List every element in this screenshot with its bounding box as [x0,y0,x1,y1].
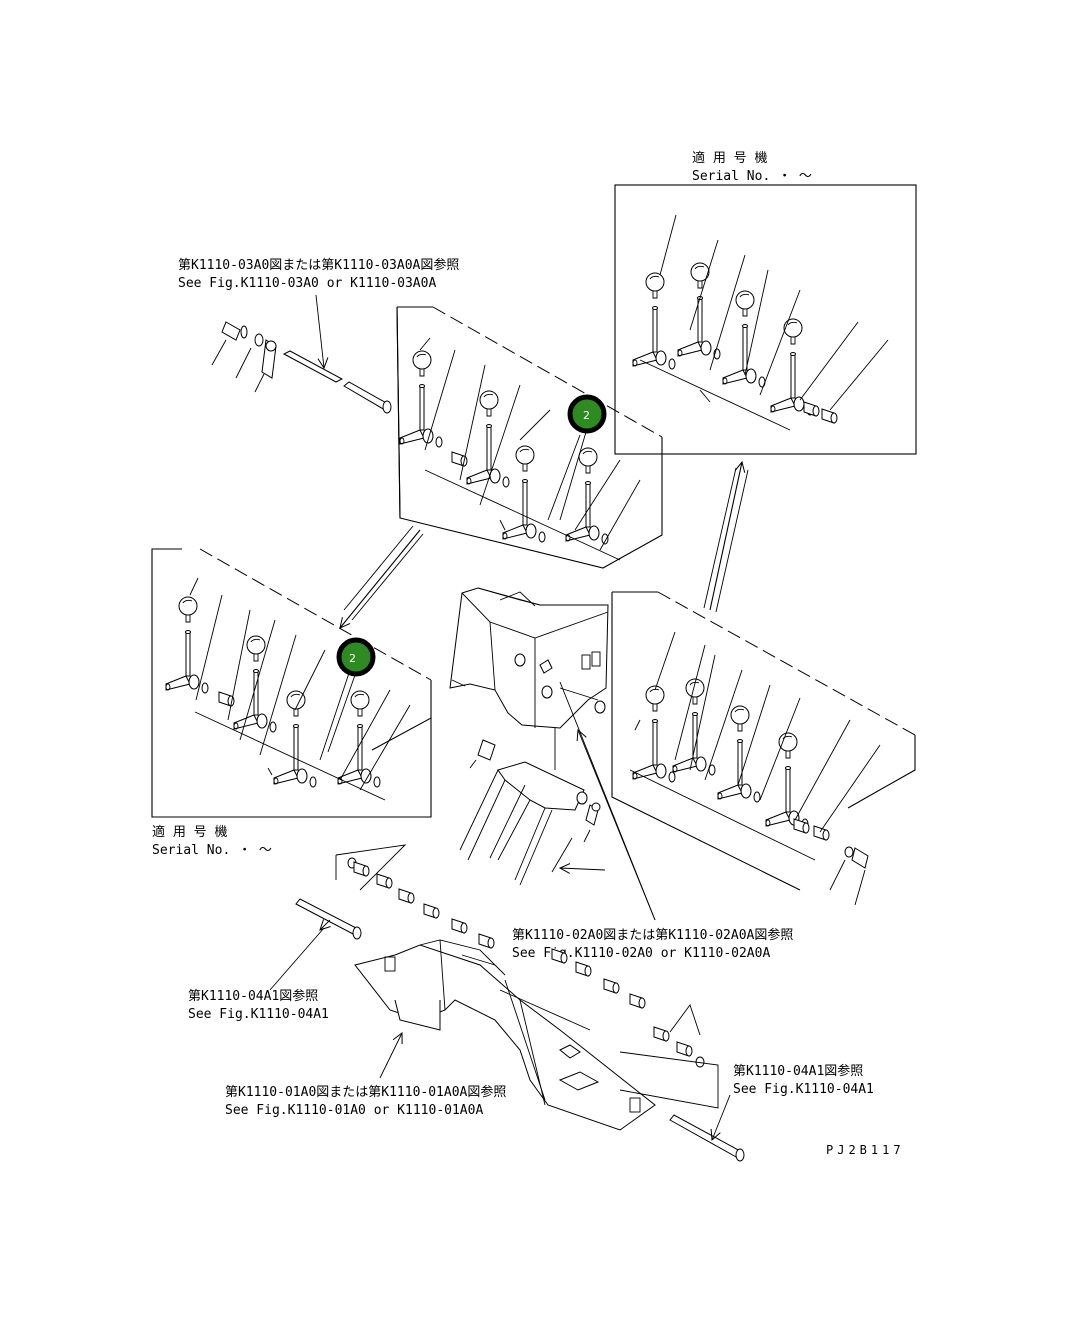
ref-lower-left-en: See Fig.K1110-04A1 [188,1007,329,1022]
ref-lower-right: 第K1110-04A1図参照 See Fig.K1110-04A1 [733,1063,874,1097]
callout-label: 2 [349,652,356,665]
inset-arrows [340,462,749,628]
serial-label-jp: 適 用 号 機 [692,150,767,166]
shaft-assembly [269,844,869,1162]
ref-top-left-jp: 第K1110-03A0図または第K1110-03A0A図参照 [178,257,459,273]
console-housing [449,587,609,770]
callout-label: 2 [583,409,590,422]
ref-middle-right: 第K1110-02A0図または第K1110-02A0A図参照 See Fig.K… [512,681,793,961]
ref-middle-right-en: See Fig.K1110-02A0 or K1110-02A0A [512,946,770,961]
ref-lower-left: 第K1110-04A1図参照 See Fig.K1110-04A1 [188,988,329,1022]
linkage-rod-parts: 第K1110-03A0図または第K1110-03A0A図参照 See Fig.K… [178,257,459,414]
ref-bottom-jp: 第K1110-01A0図または第K1110-01A0A図参照 [225,1084,506,1100]
ref-lower-left-jp: 第K1110-04A1図参照 [188,988,318,1004]
ref-middle-right-jp: 第K1110-02A0図または第K1110-02A0A図参照 [512,927,793,943]
drawing-code: PJ2B117 [826,1143,905,1157]
inset-right [611,591,916,891]
inset-left: 適 用 号 機 Serial No. ・ ～ [151,548,432,858]
ref-bottom-en: See Fig.K1110-01A0 or K1110-01A0A [225,1103,483,1118]
inset-top-center [396,306,663,569]
serial-label-en: Serial No. ・ ～ [152,843,272,858]
callout-2-left[interactable]: 2 [327,637,376,753]
serial-label-jp: 適 用 号 機 [152,824,227,840]
ref-top-left-en: See Fig.K1110-03A0 or K1110-03A0A [178,276,436,291]
callout-2-top[interactable]: 2 [559,394,607,521]
ref-bottom: 第K1110-01A0図または第K1110-01A0A図参照 See Fig.K… [225,1084,506,1118]
ref-lower-right-jp: 第K1110-04A1図参照 [733,1063,863,1079]
inset-top-right: 適 用 号 機 Serial No. ・ ～ [614,150,917,455]
serial-label-en: Serial No. ・ ～ [692,169,812,184]
ref-lower-right-en: See Fig.K1110-04A1 [733,1082,874,1097]
lower-bracket [459,739,606,886]
